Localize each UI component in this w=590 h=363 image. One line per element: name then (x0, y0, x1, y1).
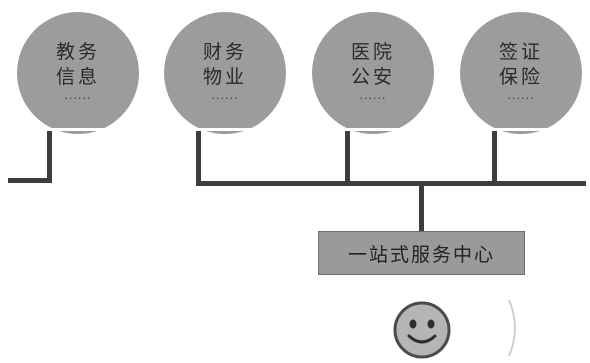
service-node-education: 教务 信息 ······ (17, 12, 139, 134)
connector-horizontal-bus (196, 181, 586, 186)
service-node-ellipsis: ······ (211, 92, 239, 105)
one-stop-service-center: 一站式服务中心 (318, 231, 525, 275)
service-node-visa: 签证 保险 ······ (460, 12, 582, 134)
scan-artifact (505, 147, 585, 150)
bracket-artifact (508, 299, 516, 357)
service-node-hospital: 医院 公安 ······ (312, 12, 434, 134)
service-node-label: 教务 (55, 41, 100, 63)
scan-artifact (0, 128, 590, 131)
service-node-label: 保险 (498, 66, 543, 88)
connector-visa (492, 130, 497, 186)
scan-artifact (210, 146, 330, 150)
service-node-label: 财务 (202, 41, 247, 63)
smiley-face-icon (393, 301, 451, 359)
service-node-label: 物业 (202, 66, 247, 88)
service-node-ellipsis: ······ (507, 92, 535, 105)
connector-education (47, 130, 52, 183)
scan-artifact (355, 143, 480, 147)
service-node-label: 公安 (350, 66, 395, 88)
connector-hub-vertical (419, 183, 424, 232)
connector-left-stub (8, 178, 52, 183)
connector-hospital (345, 130, 350, 186)
service-node-label: 签证 (498, 41, 543, 63)
service-node-label: 信息 (55, 66, 100, 88)
service-node-ellipsis: ······ (64, 92, 92, 105)
scan-artifact (60, 141, 170, 145)
service-node-finance: 财务 物业 ······ (164, 12, 286, 134)
service-center-label: 一站式服务中心 (347, 243, 495, 266)
connector-finance (196, 130, 201, 186)
service-node-ellipsis: ······ (359, 92, 387, 105)
service-node-label: 医院 (350, 41, 395, 63)
